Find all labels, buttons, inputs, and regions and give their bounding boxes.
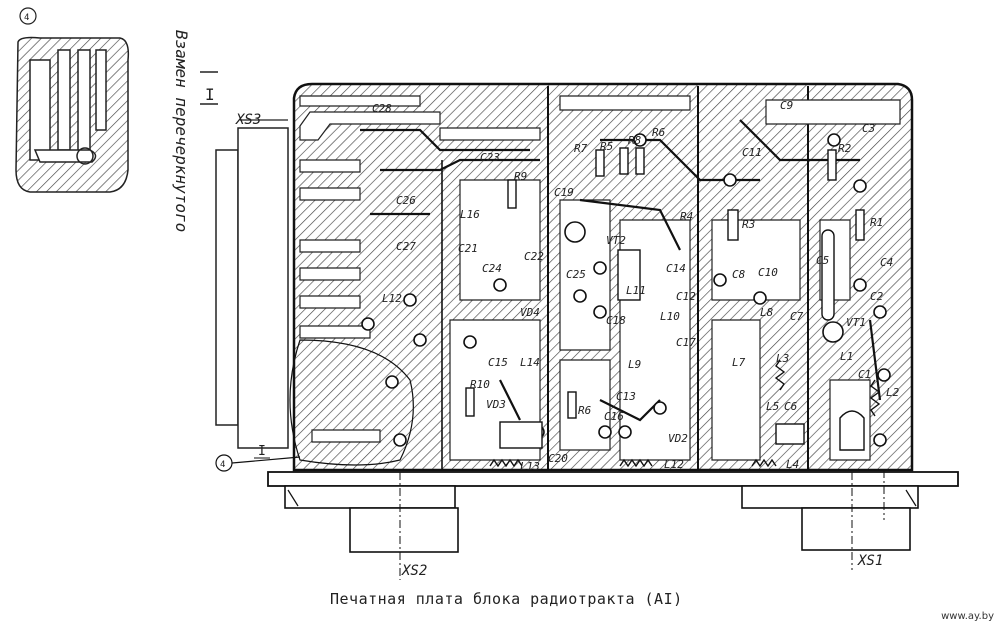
label-vd4: VD4: [520, 306, 540, 319]
label-c26: C26: [396, 194, 416, 207]
label-l8: L8: [760, 306, 774, 319]
label-r6: R6: [652, 126, 666, 139]
label-c25: C25: [566, 268, 586, 281]
svg-text:I: I: [205, 85, 215, 104]
label-l1: L1: [840, 350, 854, 363]
label-c27: C27: [396, 240, 416, 253]
label-c21: C21: [458, 242, 478, 255]
label-c24: C24: [482, 262, 502, 275]
label-l7: L7: [732, 356, 746, 369]
label-r9: R9: [514, 170, 528, 183]
label-l9: L9: [628, 358, 642, 371]
label-c8: C8: [732, 268, 746, 281]
connector-xs1: [801, 470, 911, 570]
label-c11: C11: [742, 146, 762, 159]
label-c2: C2: [870, 290, 884, 303]
label-l13: L13: [520, 460, 540, 473]
label-c4: C4: [880, 256, 894, 269]
label-c28: C28: [372, 102, 392, 115]
label-r10: R10: [470, 378, 490, 391]
label-r3: R3: [742, 218, 756, 231]
svg-text:I: I: [258, 444, 266, 459]
label-c6: C6: [784, 400, 798, 413]
label-c20: C20: [548, 452, 568, 465]
pcb-board: [292, 82, 914, 472]
section-mark: I: [200, 71, 218, 105]
label-c10: C10: [758, 266, 778, 279]
label-c17: C17: [676, 336, 696, 349]
label-l11: L11: [626, 284, 646, 297]
label-r4: R4: [680, 210, 694, 223]
label-c5: C5: [816, 254, 830, 267]
connector-xs3: [215, 119, 289, 449]
label-l2: L2: [886, 386, 900, 399]
svg-text:4: 4: [220, 460, 225, 470]
label-c15: C15: [488, 356, 508, 369]
connector-xs2: [349, 472, 459, 580]
label-l5: L5: [766, 400, 780, 413]
label-r6b: R6: [578, 404, 592, 417]
label-r1: R1: [870, 216, 884, 229]
label-c7: C7: [790, 310, 804, 323]
label-r2: R2: [838, 142, 852, 155]
label-vd2: VD2: [668, 432, 688, 445]
label-xs2: XS2: [402, 563, 428, 579]
label-c16: C16: [604, 410, 624, 423]
label-c3: C3: [862, 122, 876, 135]
label-r7: R7: [574, 142, 588, 155]
watermark: www.ay.by: [941, 611, 994, 622]
label-c22: C22: [524, 250, 544, 263]
label-vd3: VD3: [486, 398, 506, 411]
label-c19: C19: [554, 186, 574, 199]
label-l14: L14: [520, 356, 540, 369]
label-c12: C12: [676, 290, 696, 303]
inset-callout-circle: [19, 7, 37, 25]
label-vt1: VT1: [846, 316, 866, 329]
label-l10: L10: [660, 310, 680, 323]
figure-caption: Печатная плата блока радиотракта (AI): [330, 590, 683, 608]
label-l4: L4: [786, 458, 800, 471]
label-xs1: XS1: [858, 553, 884, 569]
base-strip: [267, 471, 959, 509]
label-c9: C9: [780, 99, 794, 112]
inset-callout-number: 4: [24, 13, 29, 23]
note-vertical: Взамен перечеркнутого: [172, 30, 191, 233]
label-vt2: VT2: [606, 234, 626, 247]
label-c18: C18: [606, 314, 626, 327]
label-c14: C14: [666, 262, 686, 275]
label-r8: R8: [628, 134, 642, 147]
label-l12: L12: [382, 292, 402, 305]
inset-detail: 4: [15, 7, 130, 193]
label-c23: C23: [480, 151, 500, 164]
label-c13: C13: [616, 390, 636, 403]
detail-callout: 4 I: [215, 339, 414, 472]
label-r5: R5: [600, 140, 614, 153]
label-xs3: XS3: [236, 112, 262, 128]
label-l3: L3: [776, 352, 790, 365]
label-l16: L16: [460, 208, 480, 221]
label-c1: C1: [858, 368, 872, 381]
label-l12b: L12: [664, 458, 684, 471]
